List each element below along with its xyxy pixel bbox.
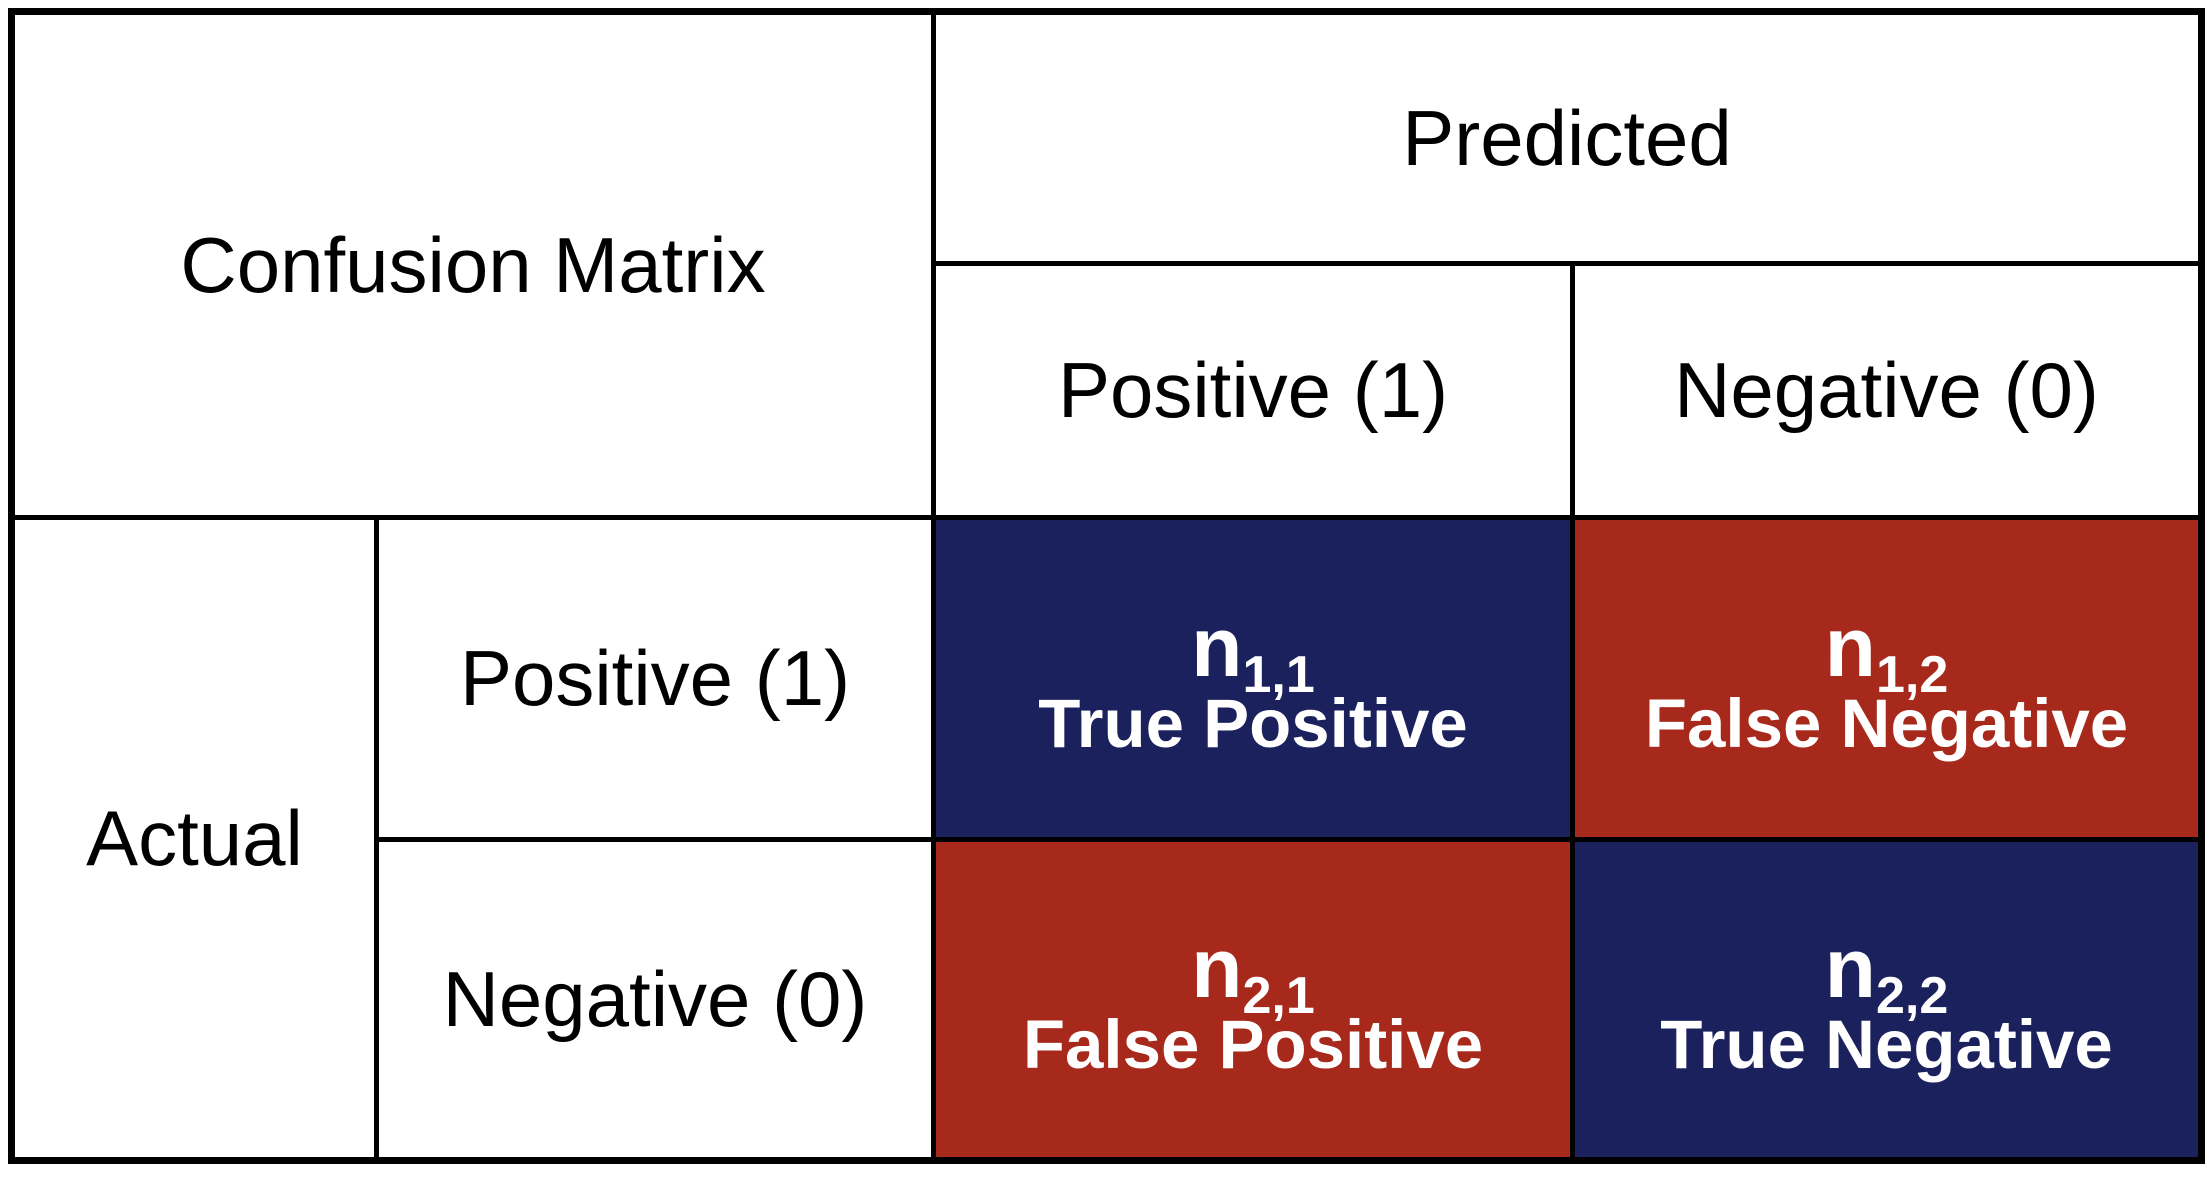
corner-title-cell: Confusion Matrix: [9, 9, 936, 520]
cell-false-positive: n2,1 False Positive: [931, 837, 1575, 1163]
count-symbol-n11: n1,1: [1191, 600, 1315, 704]
count-symbol-n22: n2,2: [1824, 921, 1949, 1025]
actual-header-cell: Actual: [9, 515, 379, 1163]
cell-true-positive: n1,1 True Positive: [931, 515, 1575, 842]
actual-row-negative-cell: Negative (0): [374, 837, 936, 1163]
confusion-matrix-figure: Confusion Matrix Predicted Positive (1) …: [8, 8, 2205, 1164]
cell-true-negative: n2,2 True Negative: [1570, 837, 2204, 1163]
predicted-col-negative-cell: Negative (0): [1570, 261, 2204, 520]
actual-row-positive-cell: Positive (1): [374, 515, 936, 842]
count-symbol-n21: n2,1: [1191, 921, 1315, 1025]
outcome-label-false-positive: False Positive: [1022, 1006, 1484, 1083]
confusion-matrix-table: Confusion Matrix Predicted Positive (1) …: [8, 8, 2205, 1164]
outcome-label-true-positive: True Positive: [1038, 685, 1468, 762]
count-symbol-n12: n1,2: [1824, 600, 1949, 704]
predicted-col-positive-cell: Positive (1): [931, 261, 1575, 520]
outcome-label-true-negative: True Negative: [1660, 1006, 2113, 1083]
outcome-label-false-negative: False Negative: [1644, 685, 2129, 762]
cell-false-negative: n1,2 False Negative: [1570, 515, 2204, 842]
predicted-header-cell: Predicted: [931, 9, 2204, 266]
